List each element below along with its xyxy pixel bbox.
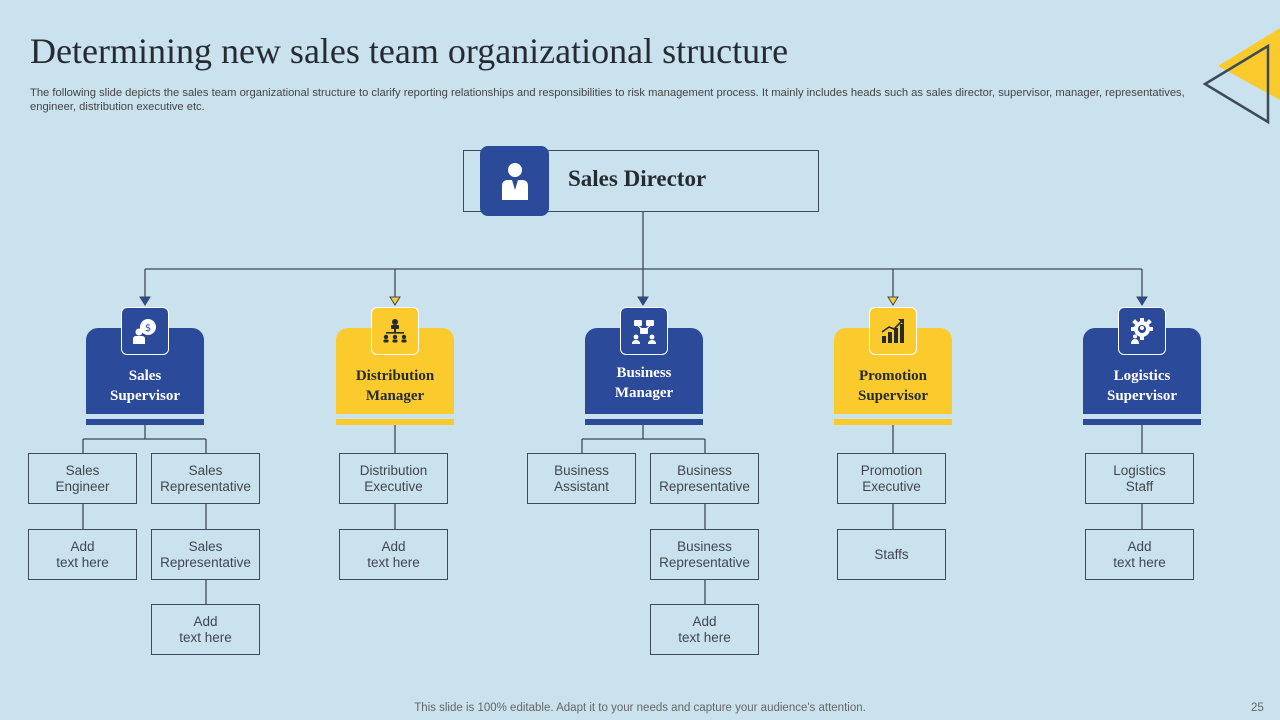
head-label-promotion-supervisor: Promotion Supervisor [857,368,928,404]
box-promotion-executive: Promotion Executive [837,453,946,504]
org-chart-icon [383,319,407,343]
box-business-child: Add text here [650,604,759,655]
head-icon-logistics-supervisor [1118,307,1166,355]
head-icon-promotion-supervisor [869,307,917,355]
head-icon-distribution-manager [371,307,419,355]
slide-subtitle: The following slide depicts the sales te… [30,87,1185,113]
box-distribution-child: Add text here [339,529,448,580]
box-sales-engineer: Sales Engineer [28,453,137,504]
box-sales-representative-2: Sales Representative [151,529,260,580]
director-icon-badge [480,146,549,216]
gear-user-icon [1131,318,1153,344]
head-strip-promotion-supervisor [834,419,952,425]
box-sales-engineer-child: Add text here [28,529,137,580]
head-label-logistics-supervisor: Logistics Supervisor [1106,368,1177,404]
head-label-distribution-manager: Distribution Manager [355,368,435,404]
svg-text:$: $ [145,323,151,334]
box-distribution-executive: Distribution Executive [339,453,448,504]
box-sales-representative-child: Add text here [151,604,260,655]
slide-title: Determining new sales team organizationa… [30,31,789,71]
director-label: Sales Director [568,166,707,191]
head-icon-business-manager [620,307,668,355]
head-strip-business-manager [585,419,703,425]
money-bag-icon: $ [133,319,156,344]
head-icon-sales-supervisor: $ [121,307,169,355]
box-sales-representative-1: Sales Representative [151,453,260,504]
footer-note: This slide is 100% editable. Adapt it to… [414,702,866,714]
head-strip-sales-supervisor [86,419,204,425]
box-promotion-staffs: Staffs [837,529,946,580]
box-logistics-staff: Logistics Staff [1085,453,1194,504]
box-logistics-child: Add text here [1085,529,1194,580]
user-icon [502,163,528,200]
corner-triangles-decoration [1202,28,1280,125]
team-network-icon [632,320,656,344]
growth-chart-icon [881,319,904,343]
box-business-representative-1: Business Representative [650,453,759,504]
page-number: 25 [1251,702,1264,714]
sales-director-box [463,150,819,212]
box-business-assistant: Business Assistant [527,453,636,504]
box-business-representative-2: Business Representative [650,529,759,580]
head-label-sales-supervisor: Sales Supervisor [109,368,180,404]
head-strip-logistics-supervisor [1083,419,1201,425]
head-label-business-manager: Business Manager [614,365,674,401]
head-strip-distribution-manager [336,419,454,425]
